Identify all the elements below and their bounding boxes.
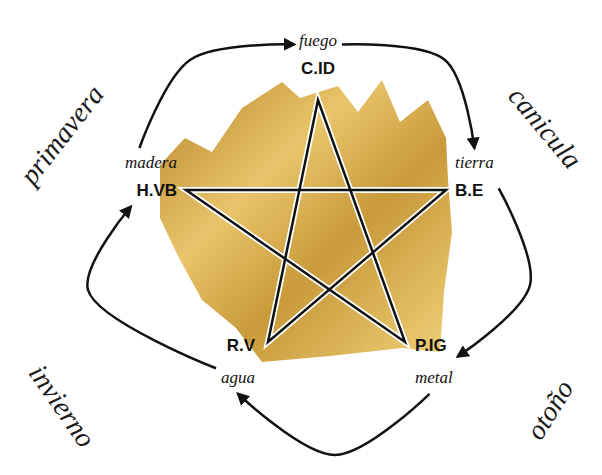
cycle-arrow: [139, 44, 294, 148]
element-point: R.V agua: [218, 333, 258, 392]
season-label: invierno: [22, 359, 102, 454]
organ-code: C.ID: [299, 59, 337, 79]
organ-code: H.VB: [125, 181, 177, 201]
element-name: tierra: [455, 153, 494, 173]
element-name: agua: [221, 368, 255, 388]
element-point: P.IG metal: [412, 333, 456, 392]
element-name: fuego: [299, 31, 337, 51]
organ-code: R.V: [221, 336, 255, 356]
season-label: canicula: [502, 81, 588, 175]
cycle-arrow: [342, 44, 474, 148]
element-point: fuegoC.ID: [296, 28, 340, 83]
organ-code: B.E: [455, 181, 494, 201]
flame-ground: [160, 80, 452, 362]
season-label: primavera: [13, 79, 110, 191]
element-point: maderaH.VB: [122, 150, 180, 205]
cycle-arrow: [87, 207, 216, 368]
cycle-arrow: [238, 394, 430, 455]
season-label: otoño: [520, 374, 581, 445]
pentagram-halo: [186, 100, 446, 342]
cycle-arrow: [458, 188, 531, 356]
pentagram: [186, 100, 446, 342]
organ-code: P.IG: [415, 336, 453, 356]
element-name: madera: [125, 153, 177, 173]
element-point: tierraB.E: [452, 150, 497, 205]
element-name: metal: [415, 368, 453, 388]
